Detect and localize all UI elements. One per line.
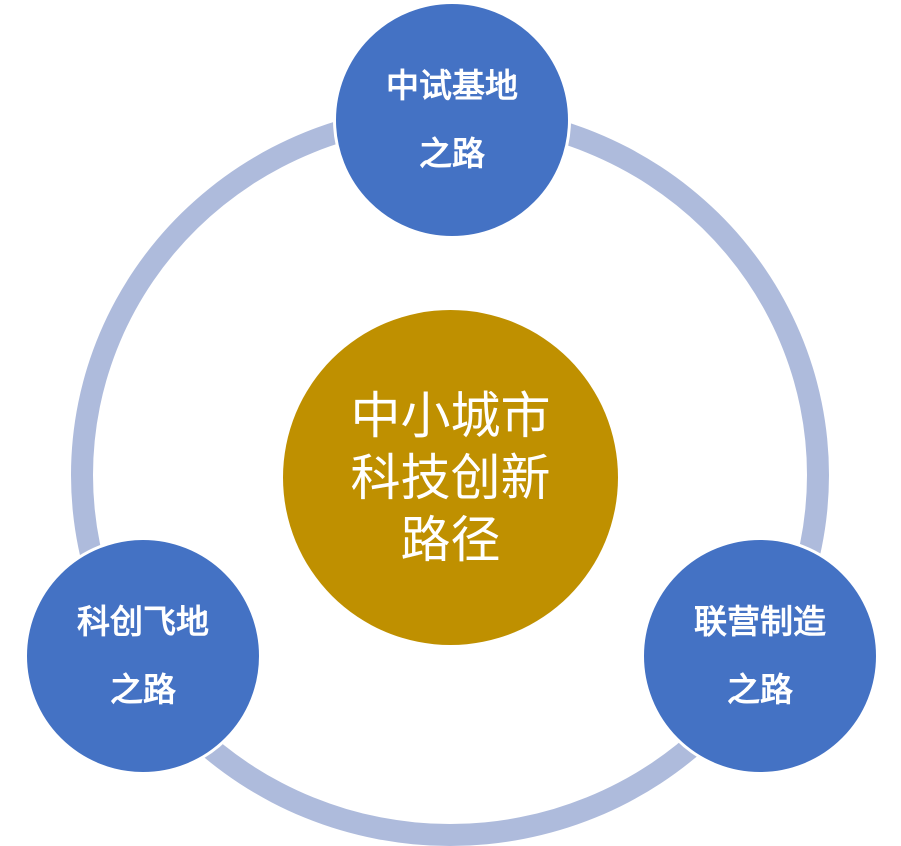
top-node: 中试基地 之路: [333, 1, 571, 239]
right-node-line-2: 之路: [727, 670, 793, 709]
center-node-line-3: 路径: [400, 510, 501, 569]
top-node-line-2: 之路: [419, 134, 485, 173]
left-node: 科创飞地 之路: [24, 537, 262, 775]
right-node-line-1: 联营制造: [694, 602, 826, 641]
center-node-line-2: 科技创新: [350, 448, 551, 507]
center-node-line-1: 中小城市: [350, 386, 551, 445]
left-node-line-1: 科创飞地: [77, 602, 209, 641]
left-node-line-2: 之路: [110, 670, 176, 709]
right-node: 联营制造 之路: [641, 537, 879, 775]
top-node-line-1: 中试基地: [386, 66, 518, 105]
center-node: 中小城市 科技创新 路径: [283, 310, 618, 645]
